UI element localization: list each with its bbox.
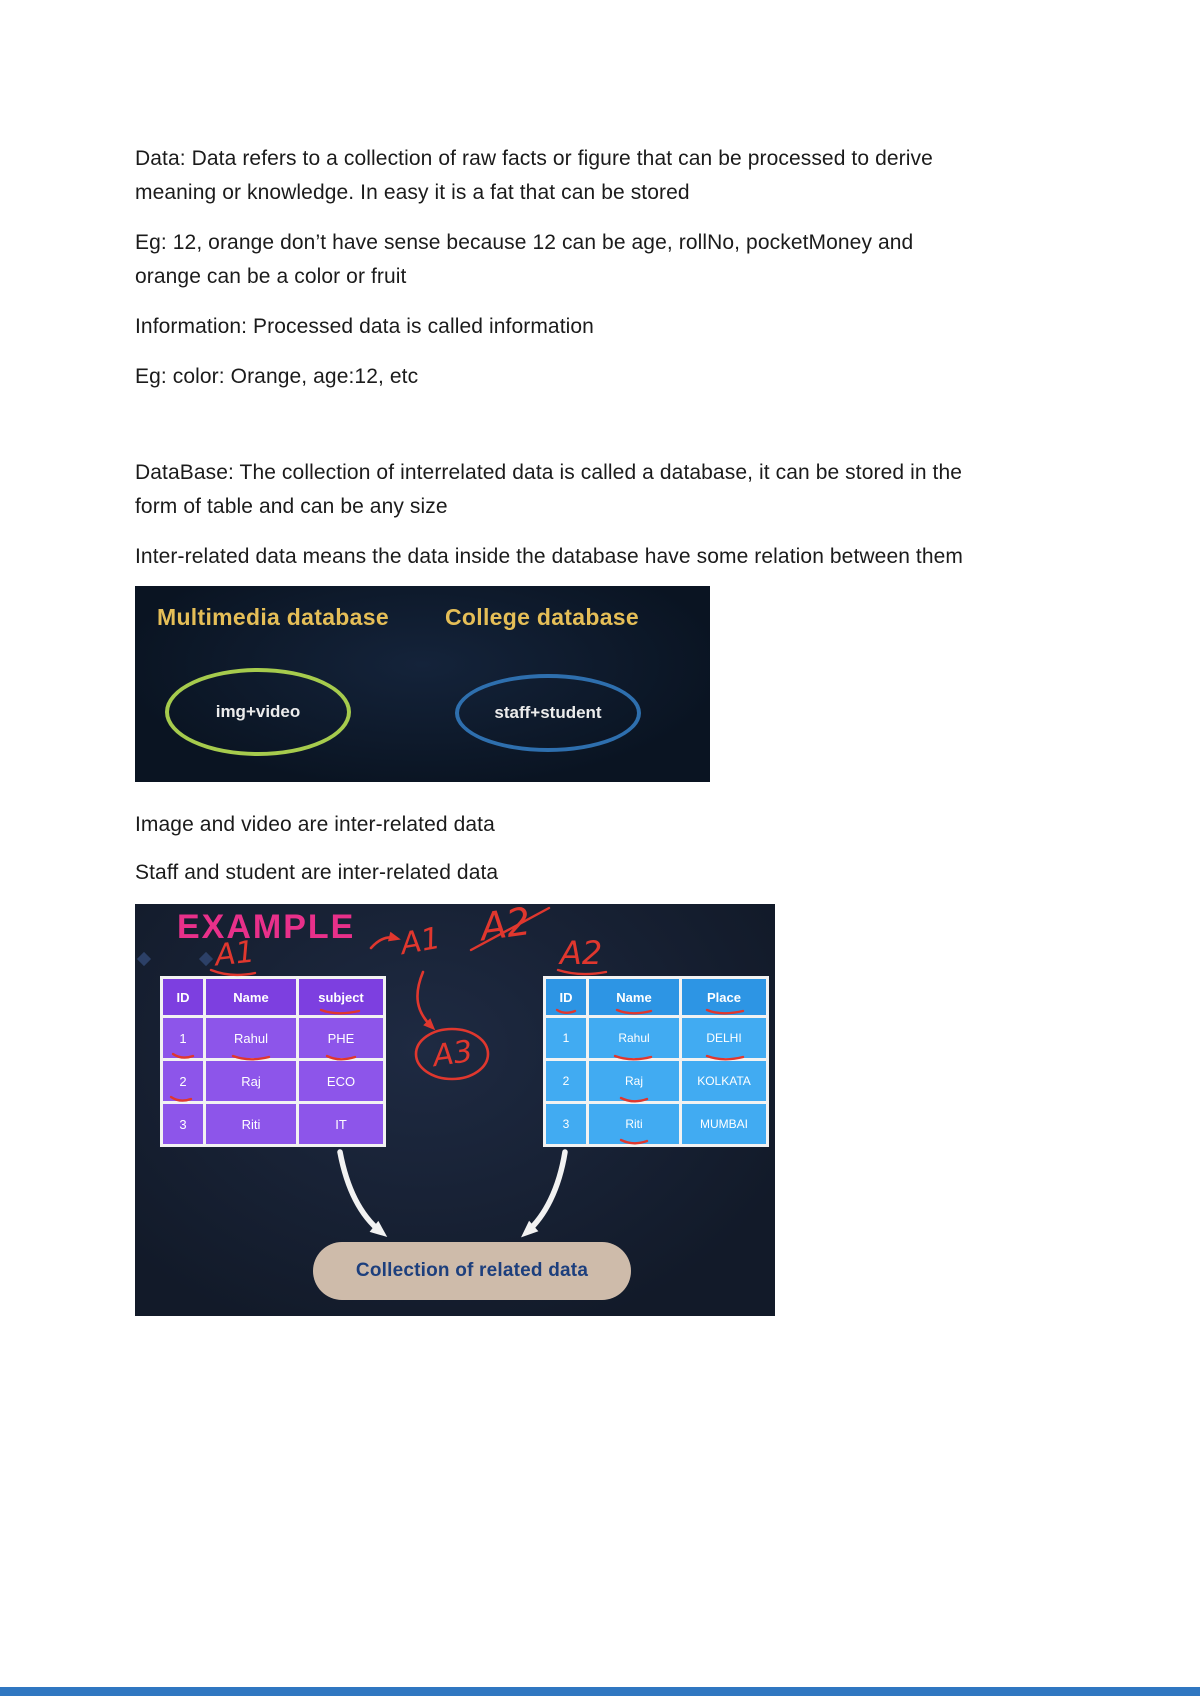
diamond-decoration-icon [198, 951, 214, 967]
table-a2-cell: DELHI [682, 1018, 766, 1058]
table-a1-cell: Riti [206, 1104, 296, 1144]
table-a1-cell: Raj [206, 1061, 296, 1101]
annotation-a2-underline [556, 968, 608, 976]
annotation-a2-side: A2 [558, 934, 602, 972]
arrow-a2-to-collection [521, 1149, 568, 1238]
table-a2-cell: Rahul [589, 1018, 679, 1058]
paragraph-information-example: Eg: color: Orange, age:12, etc [135, 365, 419, 388]
paragraph-information-definition: Information: Processed data is called in… [135, 315, 594, 338]
red-arrow-to-a1 [369, 931, 401, 950]
table-a2-cell: 1 [546, 1018, 586, 1058]
table-a1-cell: ECO [299, 1061, 383, 1101]
multimedia-database-title: Multimedia database [157, 604, 389, 630]
collection-pill: Collection of related data [313, 1242, 631, 1300]
annotation-a3: A3 [429, 1034, 475, 1074]
table-a2-cell: MUMBAI [682, 1104, 766, 1144]
bottom-blue-bar [0, 1687, 1200, 1696]
arrow-a1-to-collection [337, 1149, 388, 1238]
table-a2: ID Name Place 1 Rahul DELHI 2 Raj KOLKAT… [543, 976, 769, 1147]
table-a1-header-subject: subject [299, 979, 383, 1015]
annotation-a3-circle [414, 1027, 490, 1081]
table-a1-cell: Rahul [206, 1018, 296, 1058]
img-video-ellipse: img+video [165, 668, 351, 756]
example-diagram-figure: EXAMPLE ID Name subject 1 Rahul PHE 2 Ra… [135, 904, 775, 1316]
document-body: Data: Data refers to a collection of raw… [135, 0, 980, 1316]
collection-pill-label: Collection of related data [355, 1260, 589, 1281]
table-a2-cell: Riti [589, 1104, 679, 1144]
staff-student-label: staff+student [494, 703, 602, 722]
table-a2-cell: 3 [546, 1104, 586, 1144]
caption-staff-student: Staff and student are inter-related data [135, 861, 499, 884]
table-a1-cell: 1 [163, 1018, 203, 1058]
annotation-a1-underline [209, 968, 257, 977]
table-a1-cell: IT [299, 1104, 383, 1144]
table-a1-cell: PHE [299, 1018, 383, 1058]
table-a1-header-name: Name [206, 979, 296, 1015]
diamond-decoration-icon [136, 951, 152, 967]
table-a1-cell: 2 [163, 1061, 203, 1101]
table-a1: ID Name subject 1 Rahul PHE 2 Raj ECO 3 … [160, 976, 386, 1147]
table-a2-cell: KOLKATA [682, 1061, 766, 1101]
paragraph-data-example: Eg: 12, orange don’t have sense because … [135, 231, 914, 288]
table-a2-header-name: Name [589, 979, 679, 1015]
paragraph-database-definition: DataBase: The collection of interrelated… [135, 461, 963, 518]
example-heading: EXAMPLE [177, 908, 356, 946]
red-arrow-to-a3 [416, 970, 436, 1031]
college-database-title: College database [445, 604, 639, 630]
annotation-a2-slash [469, 906, 551, 952]
table-a2-header-id: ID [546, 979, 586, 1015]
annotation-a2-top: A2 [475, 904, 534, 950]
img-video-label: img+video [215, 702, 301, 721]
staff-student-ellipse: staff+student [455, 674, 641, 752]
annotation-a1-top: A1 [396, 921, 443, 963]
table-a1-cell: 3 [163, 1104, 203, 1144]
database-diagram-figure: Multimedia database College database img… [135, 586, 710, 782]
caption-image-video: Image and video are inter-related data [135, 813, 495, 836]
table-a2-cell: 2 [546, 1061, 586, 1101]
table-a2-cell: Raj [589, 1061, 679, 1101]
table-a1-header-id: ID [163, 979, 203, 1015]
paragraph-interrelated-definition: Inter-related data means the data inside… [135, 545, 964, 568]
table-a2-header-place: Place [682, 979, 766, 1015]
paragraph-data-definition: Data: Data refers to a collection of raw… [135, 147, 933, 204]
